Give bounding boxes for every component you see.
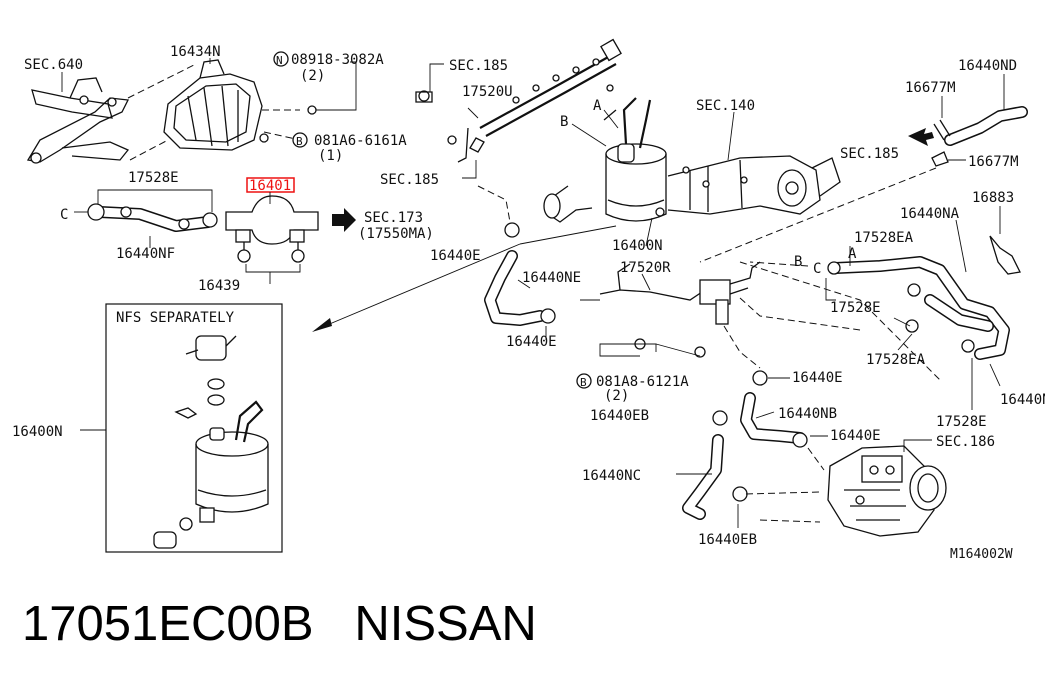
label-16440nd: 16440ND	[958, 58, 1017, 74]
label-17528ea-b: 17528EA	[866, 352, 926, 368]
part-number-caption: 17051EC00B NISSAN	[22, 596, 537, 652]
hose-16440nb	[740, 392, 808, 448]
label-sec185-right: SEC.185	[840, 146, 899, 162]
label-17528e-top: 17528E	[128, 170, 179, 186]
label-16440nc: 16440NC	[582, 468, 641, 484]
cover-16434n	[163, 58, 263, 151]
label-sec185-mid: SEC.185	[380, 172, 439, 188]
label-b: B	[560, 114, 568, 130]
hose-16440na	[827, 235, 1021, 360]
label-081a8: 081A8-6121A	[596, 374, 689, 390]
brand-name: NISSAN	[354, 597, 537, 651]
label-sec185-top: SEC.185	[449, 58, 508, 74]
nfs-filter	[153, 335, 269, 549]
label-16677m-a: 16677M	[905, 80, 956, 96]
label-16400n-mid: 16400N	[612, 238, 663, 254]
label-16883: 16883	[972, 190, 1014, 206]
label-17528e-right: 17528E	[830, 300, 881, 316]
label-a: A	[593, 98, 602, 114]
label-16440eb-a: 16440EB	[590, 408, 649, 424]
circle-b1-letter: B	[296, 135, 303, 148]
label-c2: C	[813, 261, 821, 277]
highlight-box	[246, 177, 295, 193]
arrow-right-icon	[332, 208, 356, 232]
hose-16440nd	[933, 106, 1028, 146]
fuel-filter-16400n	[543, 97, 667, 223]
label-16400n-left: 16400N	[12, 424, 63, 440]
bracket-assembly	[26, 72, 130, 164]
label-16440e-b: 16440E	[506, 334, 557, 350]
label-16440e-d: 16440E	[830, 428, 881, 444]
label-17528ea-a: 17528EA	[854, 230, 914, 246]
joint-17520r	[599, 261, 761, 358]
hose-16440nc	[682, 434, 748, 520]
arrow-down-left-icon	[312, 318, 332, 332]
label-sec186: SEC.186	[936, 434, 995, 450]
drawing-id: M164002W	[950, 547, 1013, 562]
injection-pump	[827, 445, 947, 537]
nfs-box	[105, 303, 283, 553]
hose-16440nf	[87, 203, 218, 232]
label-16439: 16439	[198, 278, 240, 294]
label-16401: 16401	[249, 178, 291, 194]
label-b2: B	[794, 254, 802, 270]
fuel-rail	[415, 38, 622, 163]
part-labels: SEC.640 16434N N 08918-3082A (2) SEC.185…	[12, 44, 1045, 562]
label-16440eb-b: 16440EB	[698, 532, 757, 548]
label-16440nb: 16440NB	[778, 406, 837, 422]
label-17528e-low: 17528E	[936, 414, 987, 430]
label-08918: 08918-3082A	[291, 52, 384, 68]
label-16440na: 16440NA	[900, 206, 960, 222]
label-16440ne: 16440NE	[522, 270, 581, 286]
part-number: 17051EC00B	[22, 597, 314, 651]
intake-duct	[667, 155, 841, 215]
label-c: C	[60, 207, 68, 223]
label-17520u: 17520U	[462, 84, 513, 100]
hose-16440ne	[484, 222, 556, 326]
circle-n-letter: N	[276, 54, 283, 67]
pump-16401	[225, 195, 319, 263]
label-16677m-b: 16677M	[968, 154, 1019, 170]
label-081a8-qty: (2)	[604, 388, 629, 404]
label-08918-qty: (2)	[300, 68, 325, 84]
label-081a6-qty: (1)	[318, 148, 343, 164]
label-16440nf: 16440NF	[116, 246, 175, 262]
arrow-left-icon	[908, 128, 934, 146]
circle-b2-letter: B	[580, 376, 587, 389]
parts-diagram: SEC.640 16434N N 08918-3082A (2) SEC.185…	[12, 38, 1045, 562]
label-sec173-sub: (17550MA)	[358, 226, 434, 242]
label-sec640: SEC.640	[24, 57, 83, 73]
label-16440e-a: 16440E	[430, 248, 481, 264]
label-17520r: 17520R	[620, 260, 671, 276]
label-16440e-c: 16440E	[792, 370, 843, 386]
label-sec173: SEC.173	[364, 210, 423, 226]
label-16440n: 16440N	[1000, 392, 1045, 408]
label-a2: A	[848, 246, 857, 262]
label-081a6: 081A6-6161A	[314, 133, 407, 149]
label-sec140: SEC.140	[696, 98, 755, 114]
label-nfs-title: NFS SEPARATELY	[116, 310, 235, 326]
label-16434n: 16434N	[170, 44, 221, 60]
